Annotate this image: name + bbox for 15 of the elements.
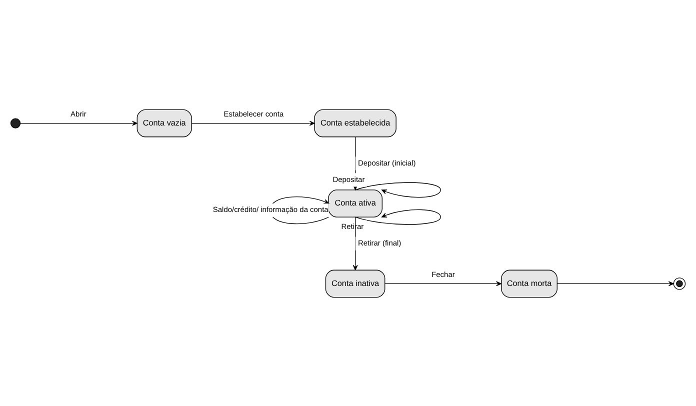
- arrow: [352, 216, 358, 270]
- arrow: [556, 280, 674, 286]
- edge-label: Depositar (inicial): [358, 158, 416, 167]
- arrow: [354, 182, 441, 198]
- edge-label: Depositar: [332, 174, 365, 184]
- edge-label: Fechar: [432, 269, 455, 278]
- edge-label: Saldo/crédito/ informação da conta: [212, 204, 328, 214]
- node-circle: [10, 118, 21, 128]
- arrow: [191, 120, 315, 126]
- edge-label: Estabelecer conta: [224, 108, 284, 118]
- arrow: [20, 120, 138, 126]
- edge-label: Retirar (final): [358, 238, 402, 247]
- arrow: [384, 280, 502, 286]
- edge-label: Abrir: [70, 108, 86, 118]
- node-circle: [673, 277, 686, 290]
